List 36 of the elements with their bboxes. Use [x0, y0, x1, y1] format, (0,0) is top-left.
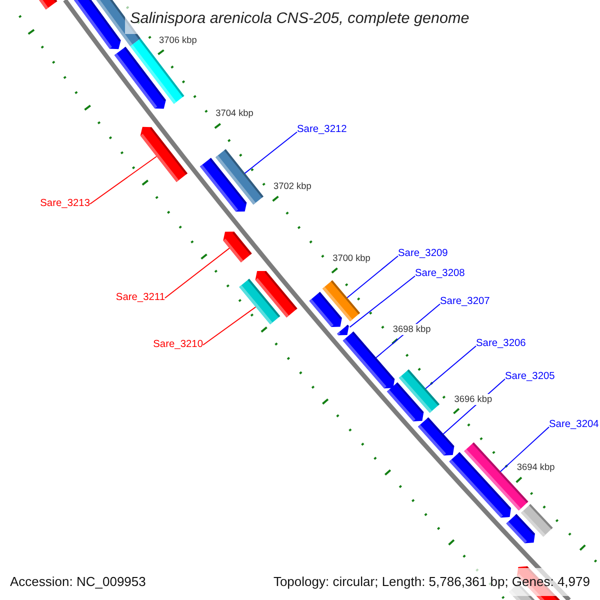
gene-feature: [418, 417, 454, 456]
gene-block: [520, 504, 553, 537]
gene-label: Sare_3213: [40, 198, 90, 210]
gene-label: Sare_3212: [297, 124, 347, 136]
gene-feature: [342, 331, 395, 388]
gene-label: Sare_3208: [415, 268, 465, 280]
gene-label: Sare_3204: [549, 419, 599, 431]
gene-label: Sare_3205: [505, 371, 555, 383]
gene-feature: [140, 126, 188, 182]
leader-line: [202, 306, 256, 346]
gene-block: [239, 278, 280, 324]
gene-label: Sare_3206: [476, 338, 526, 350]
gene-feature: [309, 292, 342, 328]
leader-line: [500, 426, 550, 472]
gene-label: Sare_3207: [440, 296, 490, 308]
leader-line: [425, 346, 476, 390]
scale-label: 3700 kbp: [332, 253, 372, 264]
gene-feature: [39, 0, 58, 10]
scale-label: 3704 kbp: [214, 108, 254, 120]
gene-label: Sare_3211: [116, 292, 165, 304]
leader-line: [346, 256, 398, 298]
scale-label: 3696 kbp: [453, 394, 494, 405]
gene-feature: [337, 324, 349, 336]
leader-line: [244, 132, 298, 174]
scale-label: 3706 kbp: [158, 34, 198, 46]
gene-feature: [223, 232, 252, 262]
gene-label: Sare_3210: [153, 339, 203, 351]
gene-block: [216, 149, 264, 205]
leader-line: [90, 156, 157, 204]
scale-label: 3698 kbp: [392, 324, 432, 335]
leader-line: [349, 276, 416, 328]
scale-label: 3702 kbp: [272, 181, 312, 192]
leader-line: [164, 248, 230, 298]
gene-label: Sare_3209: [398, 248, 448, 260]
scale-label: 3694 kbp: [516, 462, 556, 474]
gene-feature: [386, 382, 424, 422]
